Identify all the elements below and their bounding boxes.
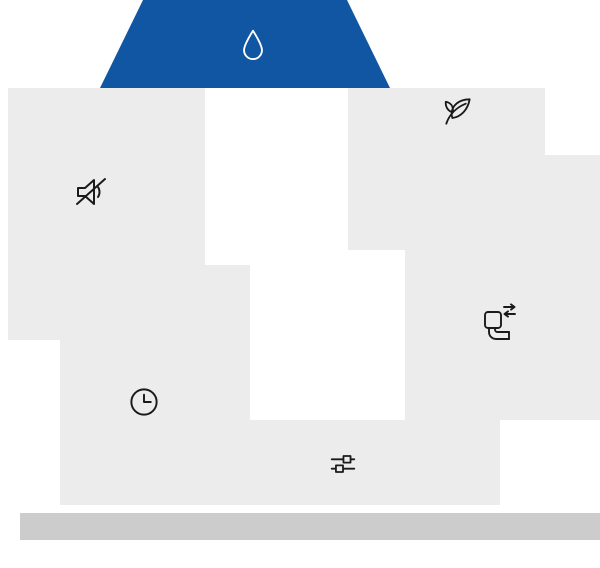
leaf-icon	[439, 93, 476, 130]
tile-settings[interactable]	[205, 420, 500, 505]
water-drop-icon	[236, 27, 270, 61]
clock-icon	[127, 385, 162, 420]
sliders-icon	[327, 448, 359, 480]
tile-water-inlet[interactable]	[405, 155, 600, 420]
water-inlet-swap-icon	[478, 303, 516, 341]
speaker-muted-icon	[69, 171, 113, 213]
bottom-bar[interactable]	[20, 513, 600, 540]
